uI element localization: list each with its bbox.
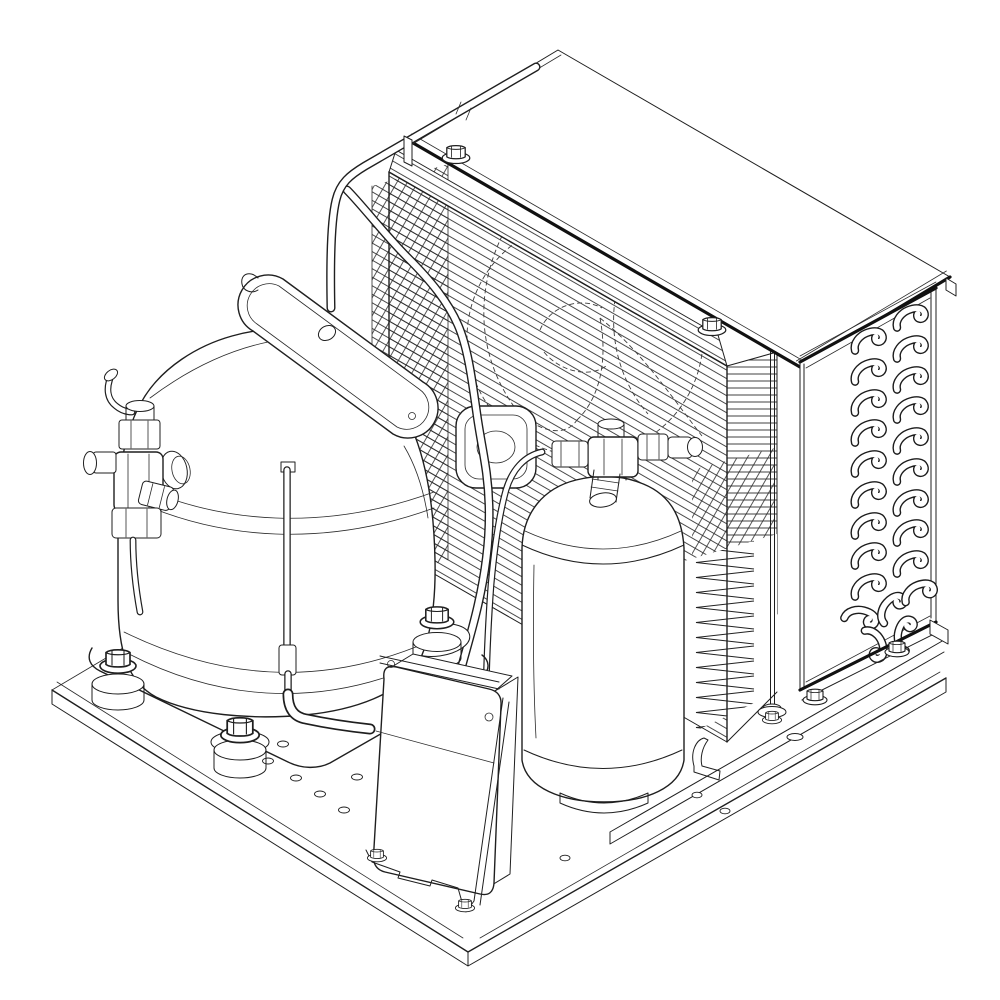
louver-panel-bottom-flange xyxy=(801,631,939,701)
suction-tube xyxy=(278,461,376,735)
terminal-cover-hole xyxy=(317,324,337,342)
electrical-box-seam xyxy=(375,730,495,764)
compressor-dome xyxy=(117,328,436,718)
tie-rod-nut xyxy=(761,710,783,725)
receiver-pedestal xyxy=(559,792,649,814)
coil-top-bolt-right xyxy=(697,316,727,337)
fan-motor xyxy=(455,405,537,489)
receiver-liquid-tube xyxy=(482,448,546,694)
receiver-shoulder-seam xyxy=(521,544,685,565)
valve-top-hex xyxy=(118,419,161,450)
compressor-mounts xyxy=(91,606,462,779)
discharge-tube xyxy=(326,62,541,697)
box-foot-bolt xyxy=(366,848,388,863)
valve-left-hex xyxy=(551,440,589,468)
louver-panel-bottom-band xyxy=(798,620,938,692)
receiver-tank xyxy=(482,418,703,814)
electrical-box-screw xyxy=(387,660,395,668)
compressor-terminal-cover xyxy=(237,273,439,439)
base-plate-thickness xyxy=(51,677,947,967)
receiver-rotalock-valve xyxy=(551,418,703,508)
valve-front-stub xyxy=(137,480,179,511)
base-plate-rail xyxy=(609,639,945,845)
louver-panel-corner-tab xyxy=(929,619,949,645)
electrical-box-screw xyxy=(484,712,494,722)
suction-service-valve xyxy=(83,368,191,616)
valve-right-hex xyxy=(637,433,669,461)
washer xyxy=(786,733,804,741)
side-louver-panel xyxy=(798,281,949,701)
valve-front-port xyxy=(589,469,621,508)
electrical-box-front xyxy=(372,665,502,896)
receiver-body xyxy=(521,475,685,803)
valve-bottom-hex xyxy=(111,507,162,539)
base-plate-flange-lines xyxy=(56,671,941,939)
top-panel-left-lip xyxy=(403,135,413,167)
electrical-box-bracket xyxy=(365,849,473,907)
mounting-bolts xyxy=(761,640,910,741)
box-foot-bolt xyxy=(454,898,476,913)
electrical-box xyxy=(365,653,519,913)
receiver-bottom-seam xyxy=(523,749,683,769)
coil-chevron-fin-edges xyxy=(660,534,777,748)
compressor-mounting-plate xyxy=(88,647,489,769)
coil-top-bolt-left xyxy=(441,144,471,165)
compressor xyxy=(83,273,489,779)
top-panel-corner-tab xyxy=(945,277,957,297)
tube-coupling-ticks xyxy=(455,101,472,121)
suction-stub-opening xyxy=(103,368,119,382)
base-plate-holes xyxy=(262,740,731,862)
valve-right-cap xyxy=(687,437,703,457)
electrical-box-strap-top xyxy=(379,655,500,690)
